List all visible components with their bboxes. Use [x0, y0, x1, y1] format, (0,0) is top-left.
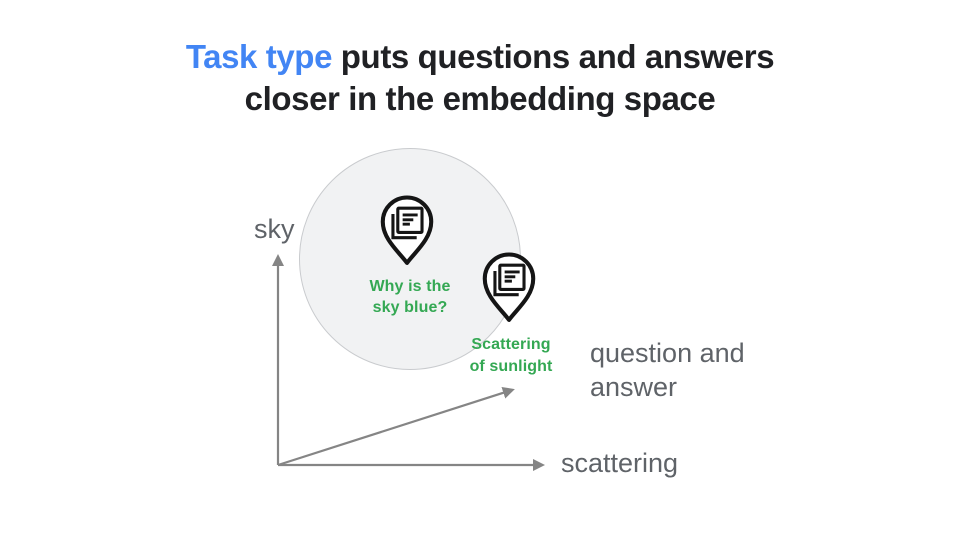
diagonal-axis-label: question and answer [590, 336, 745, 404]
x-axis-label: scattering [561, 448, 679, 478]
diagonal-axis-label-line2: answer [590, 372, 678, 402]
article-pin-icon [380, 195, 434, 265]
pin-question [376, 192, 438, 266]
slide-title: Task type puts questions and answers clo… [0, 36, 960, 120]
title-line-1: Task type puts questions and answers [0, 36, 960, 78]
diagonal-axis-arrow [277, 387, 515, 467]
pin-answer-caption-line1: Scattering [471, 336, 551, 353]
pin-answer [478, 249, 540, 323]
pin-question-caption-line1: Why is the [369, 278, 451, 295]
pin-question-caption-line2: sky blue? [372, 299, 448, 316]
title-highlight: Task type [185, 38, 333, 75]
y-axis-label: sky [254, 214, 295, 244]
diagonal-axis-label-line1: question and [590, 338, 745, 368]
title-line-2: closer in the embedding space [244, 80, 716, 117]
pin-answer-caption: Scattering of sunlight [441, 334, 581, 378]
pin-question-caption: Why is the sky blue? [340, 276, 480, 318]
pin-answer-caption-line2: of sunlight [469, 358, 553, 375]
title-line1-rest: puts questions and answers [332, 38, 775, 75]
article-pin-icon [482, 252, 536, 322]
